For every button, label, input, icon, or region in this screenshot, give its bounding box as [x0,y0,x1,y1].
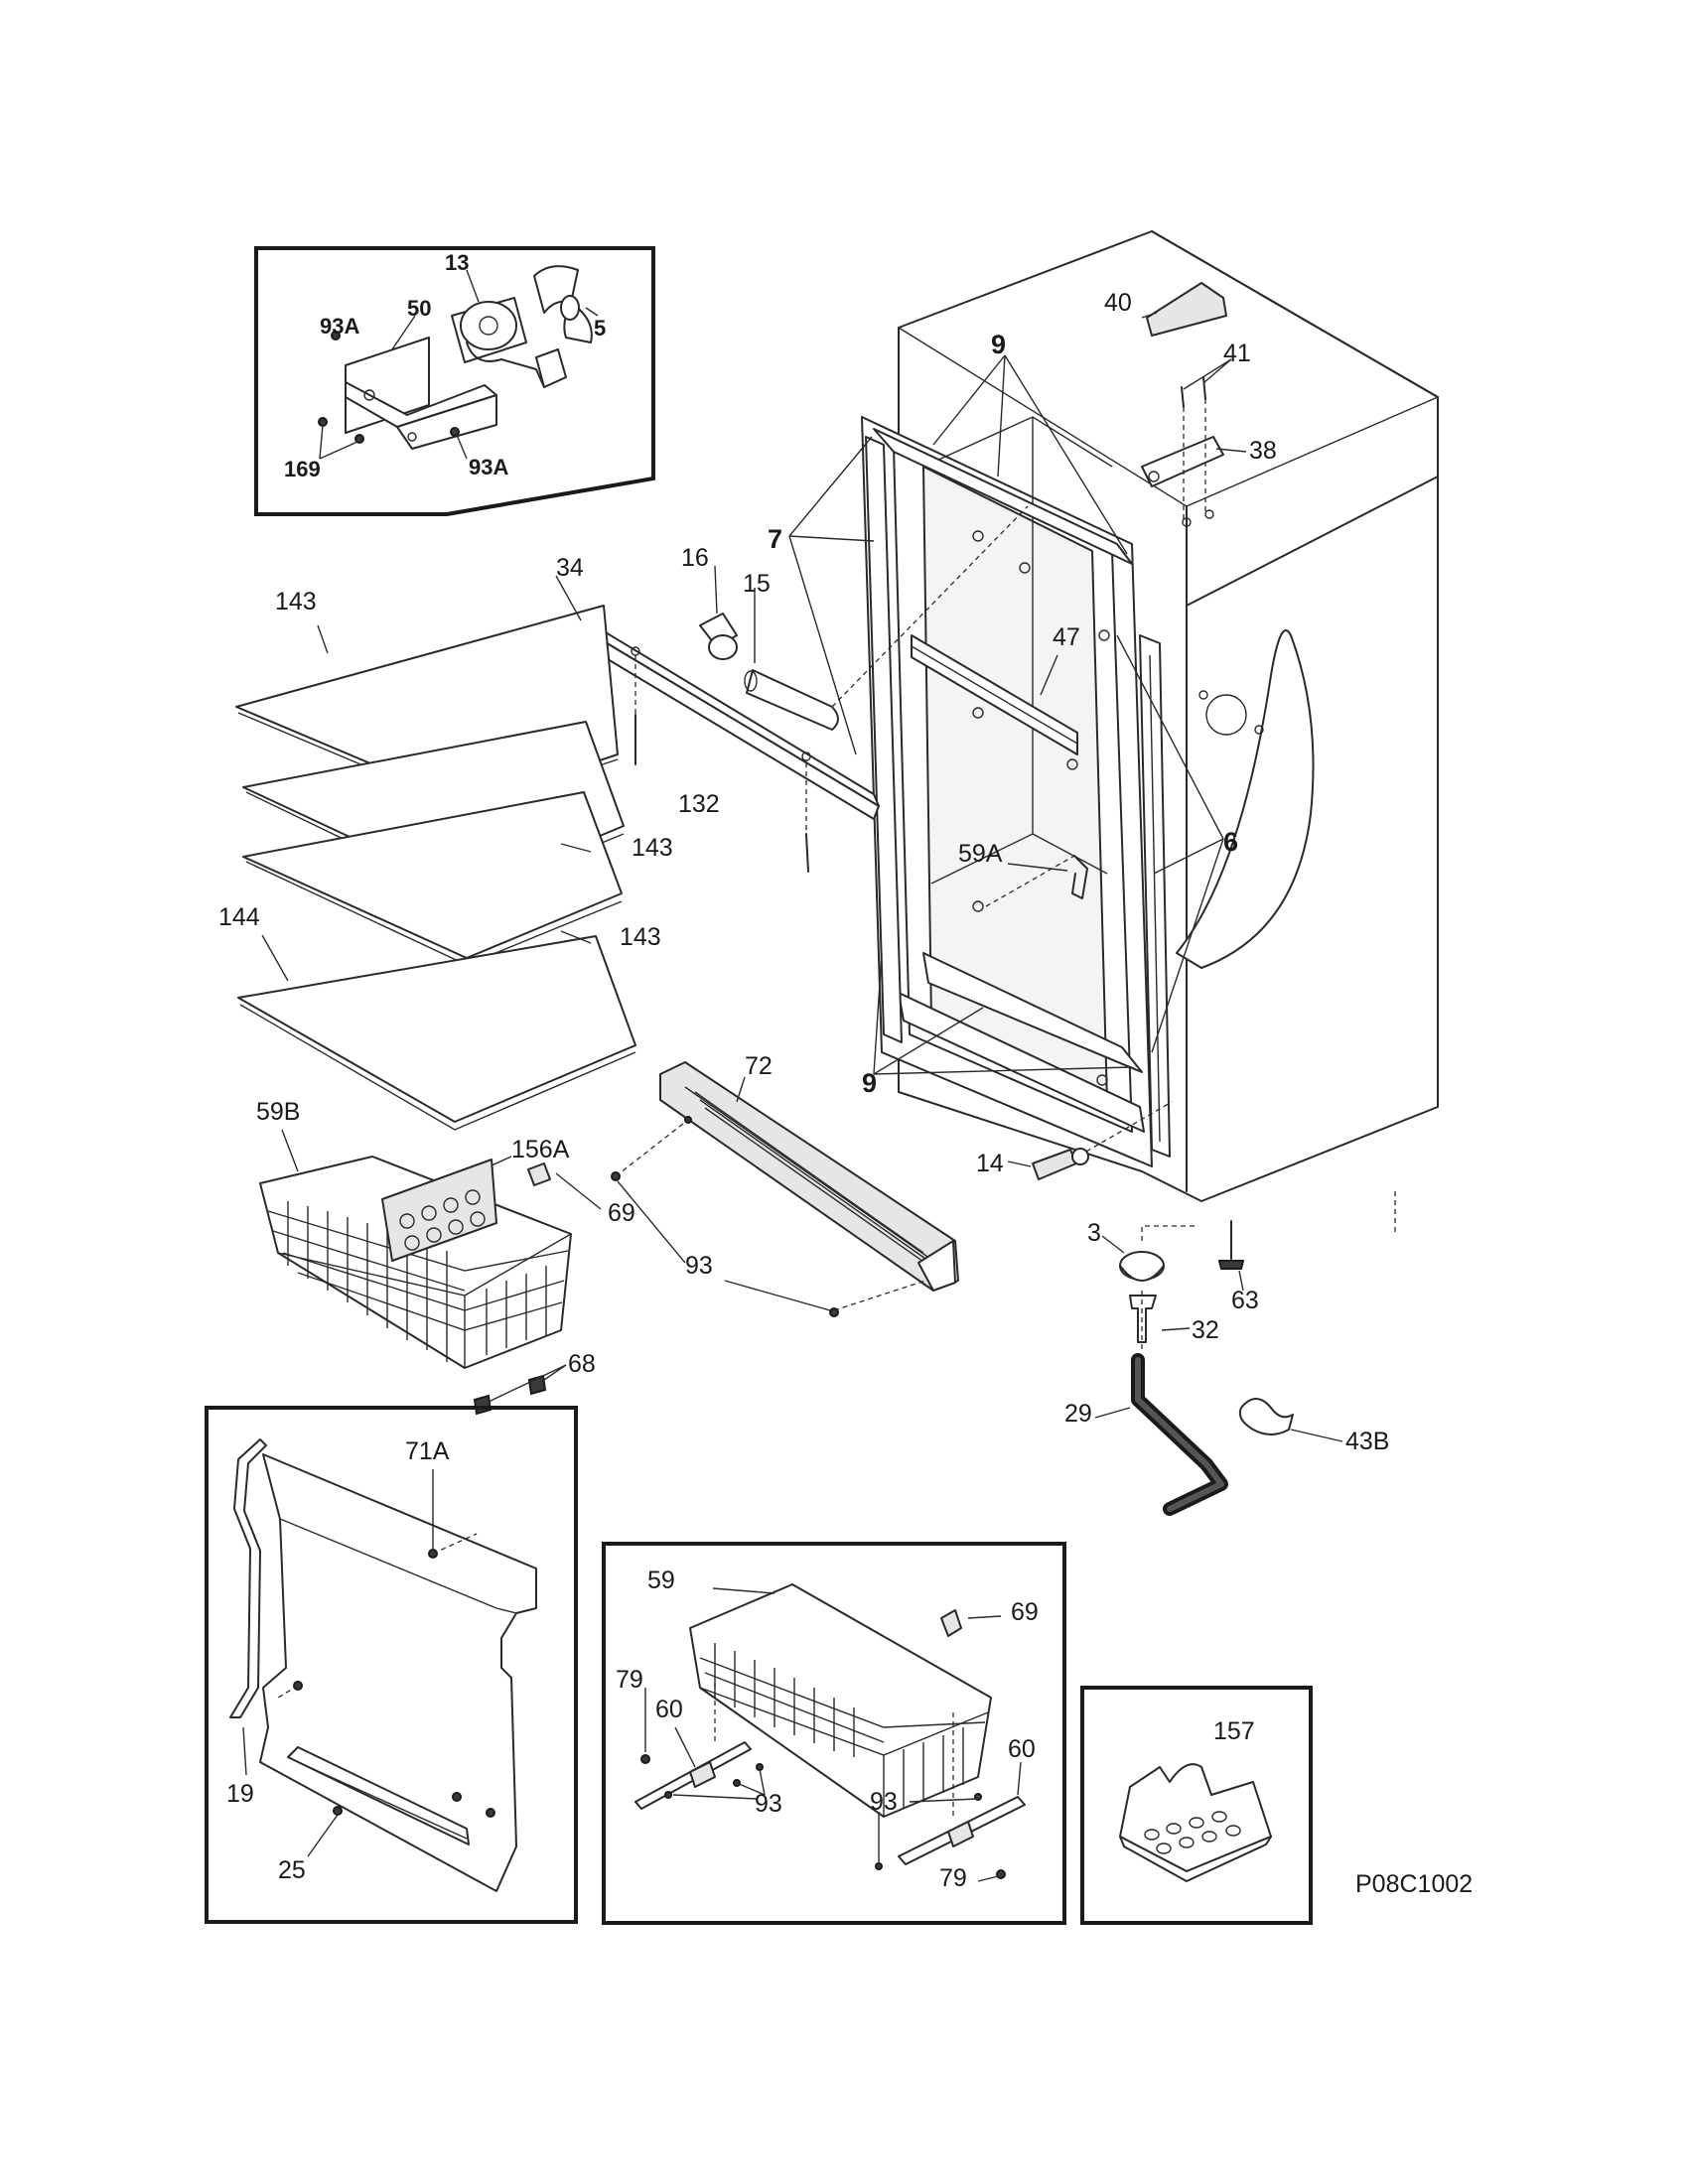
callout-143-top: 143 [275,588,317,615]
kickplate-grille [611,1061,959,1317]
callout-143-middle: 143 [632,834,673,862]
callout-79-bottom: 79 [939,1864,967,1892]
callout-34: 34 [556,554,584,582]
callout-19: 19 [226,1780,254,1808]
callout-71a: 71A [405,1437,450,1465]
callout-93a-top: 93A [320,314,359,339]
callout-169: 169 [284,457,321,481]
drain-assembly [1007,1101,1343,1516]
diagram-code: P08C1002 [1355,1870,1473,1898]
callout-41: 41 [1223,340,1251,367]
callout-5: 5 [594,316,606,341]
callout-60-right: 60 [1008,1735,1036,1763]
callout-93-left: 93 [755,1790,782,1818]
inner-door-panel-inset: 71A 19 25 [205,1406,578,1924]
thermostat-assembly [585,505,1029,873]
callout-93: 93 [685,1252,713,1280]
callout-38: 38 [1249,437,1277,465]
fan-motor-inset: 13 93A 50 5 169 93A [254,246,655,516]
callout-69-inset: 69 [1011,1598,1039,1626]
callout-leaders [555,312,1247,1075]
callout-93a-bottom: 93A [469,455,508,479]
callout-29: 29 [1064,1400,1092,1428]
callout-68: 68 [568,1350,596,1378]
callout-63: 63 [1231,1287,1259,1314]
callout-59b: 59B [256,1098,300,1126]
callout-16: 16 [681,544,709,572]
callout-59: 59 [647,1567,675,1594]
tray-inset: 157 [1080,1686,1313,1925]
callout-143-lower: 143 [620,923,661,951]
callout-50: 50 [407,296,431,321]
callout-13: 13 [445,250,469,275]
callout-25: 25 [278,1856,306,1884]
wire-shelves [235,605,636,1131]
basket-slide-inset: 59 69 79 60 93 60 93 79 [602,1542,1066,1925]
freezer-cabinet [861,230,1439,1233]
callout-3: 3 [1087,1219,1101,1247]
callout-47: 47 [1053,623,1080,651]
callout-157: 157 [1213,1717,1255,1745]
basket-59b [259,1129,602,1416]
callout-9-bottom: 9 [862,1068,877,1098]
callout-144: 144 [218,903,260,931]
callout-9-top: 9 [991,330,1006,359]
callout-60-left: 60 [655,1696,683,1723]
callout-156a: 156A [511,1136,570,1163]
callout-72: 72 [745,1052,773,1080]
callout-69: 69 [608,1199,635,1227]
callout-labels: 40 41 38 9 7 34 16 15 47 143 143 143 144… [218,289,1389,1455]
callout-79-top: 79 [616,1666,643,1694]
callout-32: 32 [1192,1316,1219,1344]
callout-132: 132 [678,790,720,818]
callout-14: 14 [976,1150,1004,1177]
callout-93-right: 93 [870,1788,898,1816]
callout-43b: 43B [1345,1428,1389,1455]
callout-40: 40 [1104,289,1132,317]
callout-7: 7 [768,524,782,554]
callout-6: 6 [1223,827,1238,857]
callout-15: 15 [743,570,771,598]
callout-59a: 59A [958,840,1003,868]
